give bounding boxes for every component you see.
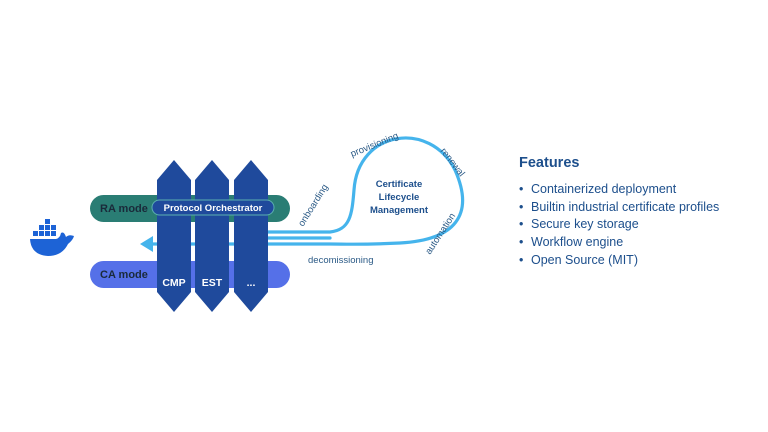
panel-est: [195, 160, 229, 312]
feature-item-label: Workflow engine: [531, 235, 624, 250]
feature-item: • Open Source (MIT): [519, 252, 764, 270]
panel-label-more: ...: [247, 277, 256, 289]
stage-provisioning: provisioning: [349, 131, 400, 160]
panel-label-cmp: CMP: [162, 277, 185, 289]
stage-renewal: renewal: [438, 146, 467, 179]
panel-label-est: EST: [202, 277, 223, 289]
features-panel: Features • Containerized deployment • Buil…: [519, 155, 764, 270]
docker-whale-icon: [30, 219, 74, 256]
stage-onboarding: onboarding: [296, 182, 331, 228]
bullet-icon: •: [519, 199, 524, 214]
bullet-icon: •: [519, 182, 524, 196]
feature-item: • Containerized deployment: [519, 181, 764, 199]
feature-item-label: Builtin industrial certificate profiles: [531, 199, 720, 214]
protocol-orchestrator-label: Protocol Orchestrator: [164, 203, 263, 214]
protocol-orchestrator-pill: [151, 199, 275, 216]
stage-decomissioning: decomissioning: [308, 255, 373, 266]
features-title: Features: [519, 155, 580, 171]
bullet-icon: •: [519, 235, 524, 250]
feature-item-label: Open Source (MIT): [531, 252, 638, 267]
ca-mode-label: CA mode: [100, 269, 148, 281]
feature-item: • Builtin industrial certificate profiles: [519, 199, 764, 217]
stage-automation: automation: [423, 211, 458, 256]
features-list: • Containerized deployment • Builtin indus…: [519, 181, 764, 270]
panel-cmp: [157, 160, 191, 312]
panel-more: [234, 160, 268, 312]
feature-item-label: Secure key storage: [531, 217, 639, 232]
feature-item: • Secure key storage: [519, 216, 764, 234]
bullet-icon: •: [519, 217, 524, 232]
bullet-icon: •: [519, 252, 524, 267]
ra-mode-label: RA mode: [100, 203, 148, 215]
lifecycle-title-line-3: Management: [370, 205, 429, 216]
feature-item: • Workflow engine: [519, 234, 764, 252]
arrow-left-icon: [140, 236, 153, 252]
feature-item-label: Containerized deployment: [531, 182, 677, 196]
lifecycle-loop: [150, 136, 465, 246]
lifecycle-title-line-1: Certificate: [376, 179, 422, 190]
lifecycle-title-line-2: Lifecycle: [379, 192, 420, 203]
